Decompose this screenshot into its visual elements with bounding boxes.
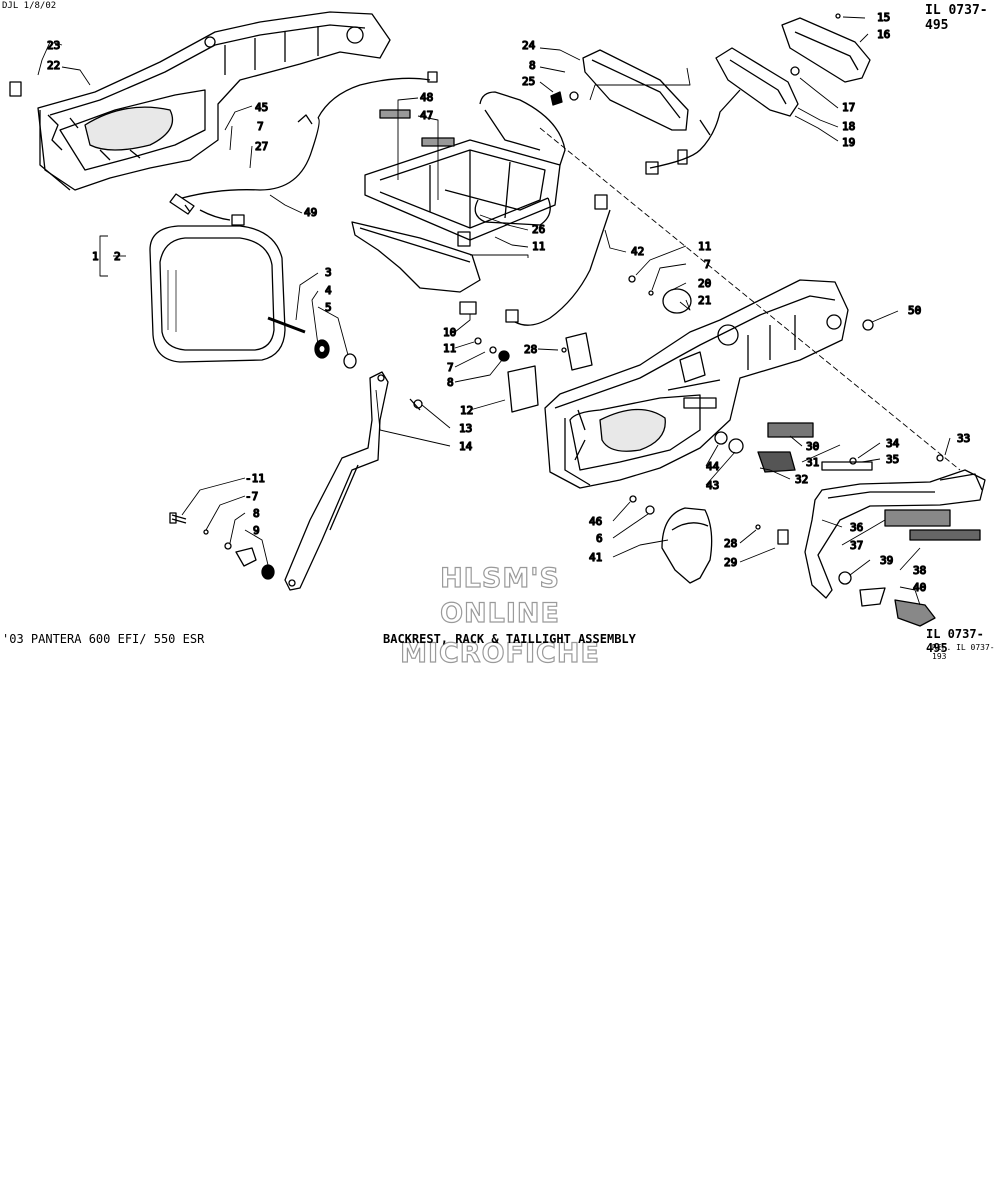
callout-label: 4 [325, 284, 332, 297]
watermark-line-1: HLSM'S [439, 563, 560, 594]
centerline [539, 127, 961, 471]
callout-label: 22 [47, 59, 60, 72]
callout-label: 40 [913, 581, 926, 594]
callout-label: 1 [92, 250, 99, 263]
right-rail-hardware [474, 275, 874, 473]
callout-label: 21 [698, 294, 711, 307]
callout-label: 27 [255, 140, 268, 153]
assembly-title: BACKREST, RACK & TAILLIGHT ASSEMBLY [383, 632, 636, 646]
callout-label: 5 [325, 301, 332, 314]
callout-label: 7 [447, 361, 454, 374]
callout-label: 25 [522, 75, 535, 88]
callout-label: 8 [529, 59, 536, 72]
callout-label: -7 [245, 490, 258, 503]
callout-label: 15 [877, 11, 890, 24]
callout-label: 28 [524, 343, 537, 356]
callout-label: 14 [459, 440, 473, 453]
rear-handle [804, 454, 986, 627]
callout-label: 39 [880, 554, 893, 567]
callout-label: 8 [447, 376, 454, 389]
watermark-line-2: ONLINE [439, 598, 560, 629]
callout-label: 16 [877, 28, 890, 41]
callout-label: 20 [698, 277, 711, 290]
callout-label: 2 [114, 250, 121, 263]
callout-label: 42 [631, 245, 644, 258]
callout-label: 34 [886, 437, 900, 450]
callout-label: 24 [522, 39, 536, 52]
callout-label: 23 [47, 39, 60, 52]
callout-label: 6 [596, 532, 603, 545]
backrest-pad [149, 225, 306, 363]
fastener-group-left [169, 398, 423, 580]
callout-label: 48 [420, 91, 433, 104]
callout-label: 9 [253, 524, 260, 537]
callout-label: 36 [850, 521, 863, 534]
callout-label: 38 [913, 564, 926, 577]
callout-label: 46 [589, 515, 602, 528]
callout-label: 43 [706, 479, 719, 492]
callout-label: 13 [459, 422, 472, 435]
wiring-harness-left [169, 71, 438, 226]
callout-label: 3 [325, 266, 332, 279]
callout-label: 28 [724, 537, 737, 550]
callout-label: 18 [842, 120, 855, 133]
illustration-id-bottom: IL 0737-495 [926, 627, 984, 655]
callout-label: 11 [698, 240, 711, 253]
leader-lines [37, 16, 951, 606]
callout-label: 12 [460, 404, 473, 417]
watermark-line-3: MICROFICHE [399, 638, 600, 669]
callout-label: 35 [886, 453, 899, 466]
model-caption: '03 PANTERA 600 EFI/ 550 ESR [2, 632, 205, 646]
callout-label: 31 [806, 456, 819, 469]
wiring-harness-right [505, 89, 741, 326]
callout-label: 29 [724, 556, 737, 569]
callout-label: 32 [795, 473, 808, 486]
callout-label: 30 [806, 440, 819, 453]
callout-label: 7 [704, 258, 711, 271]
callout-label: 37 [850, 539, 863, 552]
callout-label: 49 [304, 206, 317, 219]
callout-label: 41 [589, 551, 602, 564]
callout-label: 10 [443, 326, 456, 339]
callout-label: 26 [532, 223, 545, 236]
right-frame-rail [544, 279, 849, 489]
callout-label: 19 [842, 136, 855, 149]
backrest-support-arm [284, 371, 389, 591]
illustration-id-top: IL 0737-495 [925, 3, 988, 33]
callout-label: 11 [532, 240, 545, 253]
callout-label: 11 [443, 342, 456, 355]
taillight-lens [550, 49, 689, 131]
bumper-cap [629, 495, 789, 584]
callout-label: 17 [842, 101, 855, 114]
date-code: DJL 1/8/02 [2, 1, 57, 11]
left-frame-rail [9, 11, 391, 191]
callout-label: 8 [253, 507, 260, 520]
callout-label: 33 [957, 432, 970, 445]
backrest-hardware [314, 339, 357, 369]
callout-label: 7 [257, 120, 264, 133]
exploded-view: 23 22 45 7 27 49 48 47 24 8 25 15 16 17 … [9, 10, 986, 627]
mounting-plate [351, 221, 481, 315]
taillight-housing [699, 13, 871, 136]
callout-label: 44 [706, 460, 720, 473]
callout-label: -11 [245, 472, 265, 485]
callout-labels: 23 22 45 7 27 49 48 47 24 8 25 15 16 17 … [46, 10, 971, 594]
callout-label: 47 [420, 109, 433, 122]
callout-label: 50 [908, 304, 921, 317]
reference-caption: REF. IL 0737-193 [932, 643, 995, 661]
callout-label: 45 [255, 101, 268, 114]
